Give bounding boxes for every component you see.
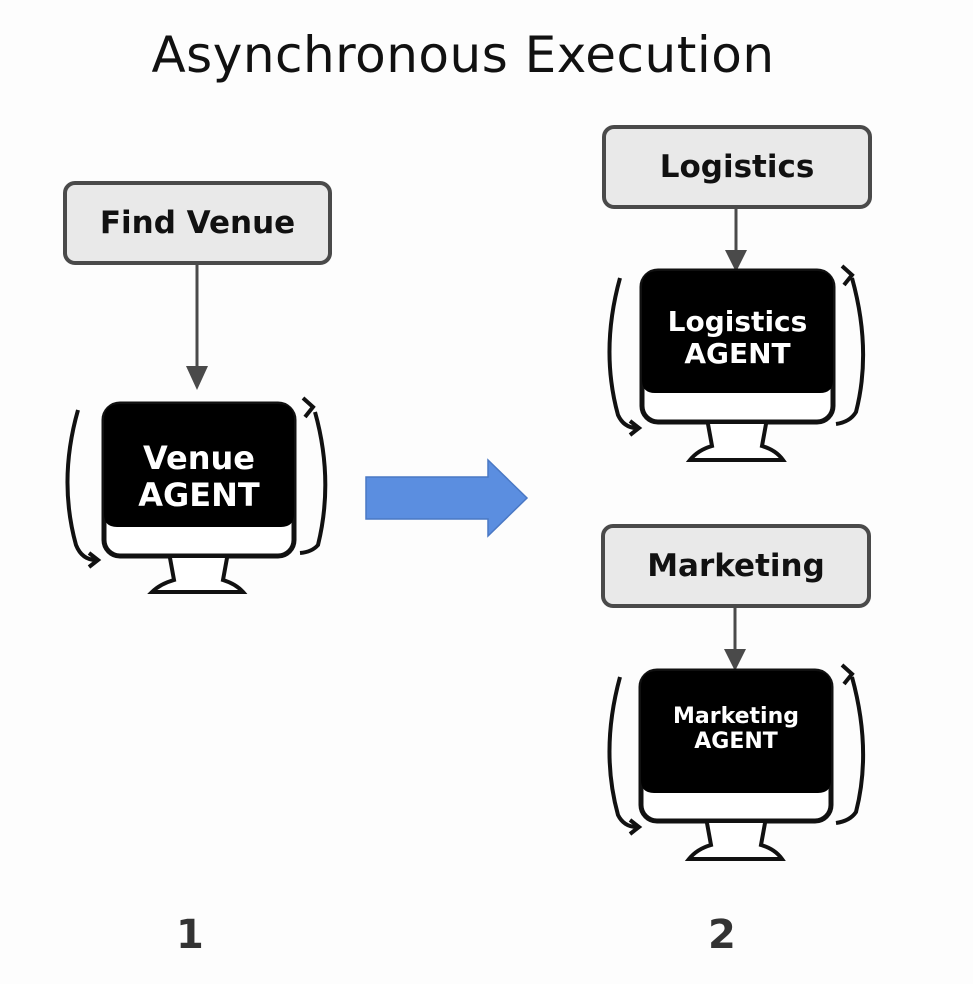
task-label-logistics: Logistics	[659, 149, 815, 185]
task-box-marketing: Marketing	[601, 524, 871, 608]
task-label-marketing: Marketing	[647, 548, 825, 584]
monitor-icon-marketing	[607, 663, 866, 861]
step-number-1: 1	[176, 912, 204, 958]
monitor-icon-venue	[65, 396, 328, 594]
connector-marketing-to-agent	[724, 607, 746, 671]
step-number-2: 2	[708, 912, 736, 958]
agent-label-logistics: Logistics AGENT	[642, 305, 833, 371]
agent-label-marketing: Marketing AGENT	[641, 704, 831, 755]
connector-find-venue-to-agent	[186, 265, 208, 390]
transition-arrow-icon	[365, 458, 529, 538]
agent-type-marketing: AGENT	[694, 729, 778, 755]
monitor-icon-logistics	[607, 264, 866, 462]
task-box-logistics: Logistics	[602, 125, 872, 209]
task-label-find-venue: Find Venue	[99, 205, 296, 241]
connector-logistics-to-agent	[725, 208, 747, 272]
agent-type-venue: AGENT	[138, 475, 260, 514]
agent-label-venue: Venue AGENT	[104, 440, 294, 514]
agent-type-logistics: AGENT	[684, 337, 791, 371]
agent-name-logistics: Logistics	[667, 305, 808, 338]
diagram-title: Asynchronous Execution	[151, 26, 775, 84]
agent-name-marketing: Marketing	[672, 704, 800, 729]
task-box-find-venue: Find Venue	[63, 181, 332, 265]
agent-name-venue: Venue	[143, 439, 255, 477]
